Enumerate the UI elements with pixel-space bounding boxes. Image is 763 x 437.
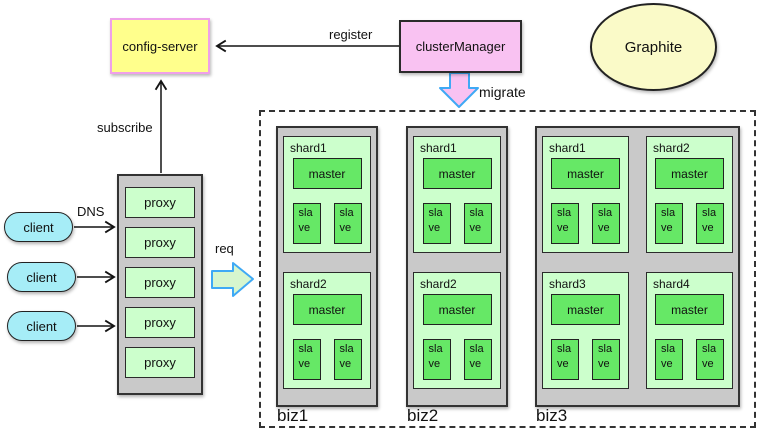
biz-label: biz3 [536,406,568,425]
migrate-block-arrow [439,72,479,108]
migrate-label: migrate [479,84,526,100]
shard-name: shard3 [549,277,586,291]
client-node: client [7,262,76,292]
req-block-arrow [211,262,254,297]
proxy-node: proxy [125,307,195,338]
master-node: master [655,294,724,325]
biz-label: biz2 [407,406,439,425]
cluster-manager-node: clusterManager [399,20,522,73]
master-node: master [551,158,620,189]
proxy-stack-container: proxy proxy proxy proxy proxy [117,174,203,395]
shard-name: shard1 [290,141,327,155]
req-label: req [215,241,234,256]
proxy-node: proxy [125,347,195,378]
master-node: master [292,294,362,325]
register-label: register [329,27,373,42]
shard-name: shard1 [549,141,586,155]
shard-name: shard4 [653,277,690,291]
master-node: master [422,294,492,325]
master-node: master [422,158,492,189]
proxy-node: proxy [125,187,195,218]
biz-cluster-region [259,110,756,428]
dns-label: DNS [77,204,105,219]
shard-name: shard1 [420,141,457,155]
shard-name: shard2 [420,277,457,291]
master-node: master [292,158,362,189]
config-server-node: config-server [110,18,210,74]
subscribe-label: subscribe [97,120,153,135]
master-node: master [655,158,724,189]
shard-name: shard2 [653,141,690,155]
proxy-node: proxy [125,227,195,258]
client-node: client [4,212,73,242]
biz-label: biz1 [277,406,309,425]
proxy-node: proxy [125,267,195,298]
shard-name: shard2 [290,277,327,291]
master-node: master [551,294,620,325]
client-node: client [7,311,76,341]
graphite-node: Graphite [590,3,717,91]
